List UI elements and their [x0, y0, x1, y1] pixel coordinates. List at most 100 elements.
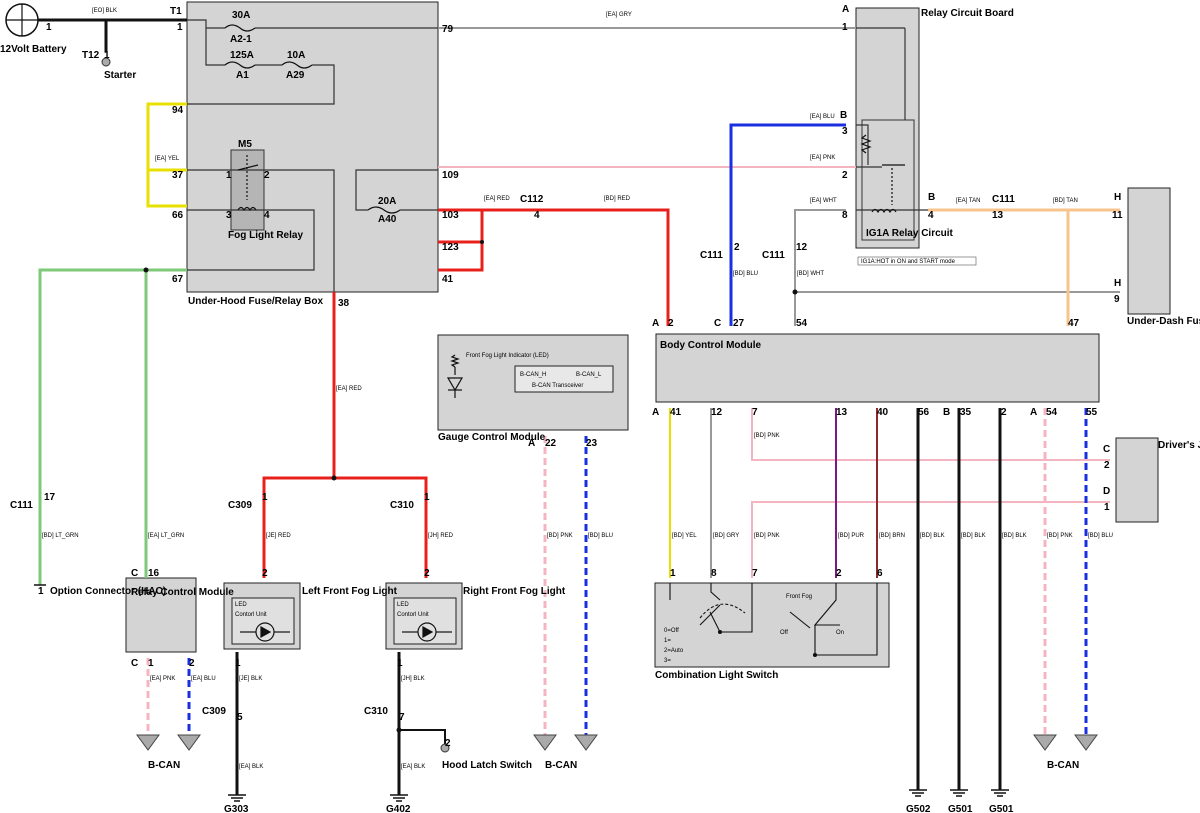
- m5-label: M5: [238, 139, 252, 150]
- w-bd-pur: [BD] PUR: [838, 533, 865, 539]
- combo-switch-internals: [669, 583, 878, 658]
- t12-pin: 1: [104, 50, 110, 61]
- on-label: On: [836, 630, 844, 636]
- starter-icon: [101, 57, 111, 67]
- wire-ltgrn-opt: [38, 268, 187, 585]
- wires: [38, 18, 1120, 795]
- svg-text:3: 3: [226, 210, 232, 221]
- svg-text:56: 56: [918, 407, 930, 418]
- t12-label: T12: [82, 50, 100, 61]
- w-bd-blu-g: [BD] BLU: [588, 533, 613, 539]
- w-ea-ltgrn: [EA] LT_GRN: [148, 533, 184, 539]
- svg-text:54: 54: [796, 318, 808, 329]
- wire-blu-3: [729, 123, 846, 326]
- hood-latch-icon: [440, 743, 450, 753]
- w-bd-blk-1: [BD] BLK: [920, 533, 945, 539]
- fuse-30a: [224, 24, 256, 32]
- c112-label: C112: [520, 194, 544, 205]
- svg-text:22: 22: [545, 438, 557, 449]
- w-ea-red-38: [EA] RED: [336, 386, 362, 392]
- fuse-125a-label: 125A: [230, 50, 254, 61]
- svg-text:66: 66: [172, 210, 184, 221]
- underhood-fuse-box: [186, 1, 439, 293]
- left-cu-text: Contorl Unit: [235, 612, 267, 618]
- wire-103-red: [438, 208, 670, 326]
- bcan-transceiver-box: [514, 365, 614, 393]
- svg-text:12: 12: [796, 242, 808, 253]
- internal-lines: [187, 19, 928, 292]
- w-ea-pnk: [EA] PNK: [810, 155, 835, 161]
- bcan-l-label: B-CAN_L: [576, 372, 602, 378]
- w-bd-brn: [BD] BRN: [879, 533, 905, 539]
- svg-text:1: 1: [226, 170, 232, 181]
- w-bd-blk-3: [BD] BLK: [1002, 533, 1027, 539]
- relay-details: [237, 134, 905, 398]
- underdash-fuse-box: [1127, 187, 1171, 315]
- w-bd-yel: [BD] YEL: [672, 533, 697, 539]
- w-bd-pnk-7b: [BD] PNK: [754, 533, 780, 539]
- w-ea-blk-1: [EA] BLK: [239, 764, 263, 770]
- w-ea-pnk-rcm: [EA] PNK: [150, 676, 175, 682]
- ig1a-note-box: [857, 256, 977, 266]
- svg-text:2: 2: [424, 568, 430, 579]
- front-fog-sw-label: Front Fog: [786, 594, 812, 600]
- w-ea-blu-rcm: [EA] BLU: [191, 676, 216, 682]
- svg-text:2: 2: [734, 242, 740, 253]
- w-ea-gry: [EA] GRY: [606, 12, 632, 18]
- wire-wht-8: [794, 209, 846, 326]
- fuse-a2-label: A2-1: [230, 34, 252, 45]
- bcan-h-label: B-CAN_H: [520, 372, 546, 378]
- left-led-text: LED: [235, 602, 247, 608]
- svg-text:2: 2: [262, 568, 268, 579]
- svg-text:B: B: [840, 110, 847, 121]
- svg-text:1: 1: [235, 658, 241, 669]
- w-bd-blu-r: [BD] BLU: [1088, 533, 1113, 539]
- ig1a-relay-body: [861, 119, 915, 241]
- c111-blu-label: C111: [700, 250, 723, 261]
- sw2-label: 2=Auto: [664, 648, 684, 654]
- c309-label: C309: [228, 500, 252, 511]
- underdash-label: Under-Dash Fuse/Relay Box: [1127, 316, 1200, 327]
- fuse-10a: [281, 61, 313, 69]
- g402-label: G402: [386, 804, 411, 813]
- w-ea-blk-2: [EA] BLK: [401, 764, 425, 770]
- svg-text:4: 4: [264, 210, 270, 221]
- wire-pnk-7: [751, 408, 1110, 461]
- ig1a-resistor: [860, 134, 872, 154]
- combination-switch-box: [654, 582, 890, 668]
- body-control-module: [655, 333, 1100, 403]
- w-bd-ltgrn: [BD] LT_GRN: [42, 533, 79, 539]
- battery-label: 12Volt Battery: [0, 44, 67, 55]
- c310-label: C310: [390, 500, 414, 511]
- w-ea-yel: [EA] YEL: [155, 156, 180, 162]
- svg-text:H: H: [1114, 278, 1121, 289]
- svg-text:A: A: [528, 438, 535, 449]
- fuse-20a-label: 20A: [378, 196, 396, 207]
- svg-text:5: 5: [237, 712, 243, 723]
- svg-text:1: 1: [670, 568, 676, 579]
- w-je-red: [JE] RED: [266, 533, 291, 539]
- g303-label: G303: [224, 804, 249, 813]
- relay-board-label: Relay Circuit Board: [921, 8, 1014, 19]
- right-led-text: LED: [397, 602, 409, 608]
- svg-text:H: H: [1114, 192, 1121, 203]
- w-bd-tan: [BD] TAN: [1053, 198, 1078, 204]
- w-ea-red: [EA] RED: [484, 196, 510, 202]
- fuse-a1-label: A1: [236, 70, 249, 81]
- svg-text:6: 6: [877, 568, 883, 579]
- c111-tan-label: C111: [992, 194, 1015, 205]
- w-jh-red: [JH] RED: [428, 533, 454, 539]
- svg-text:2: 2: [1001, 407, 1007, 418]
- underhood-label: Under-Hood Fuse/Relay Box: [188, 296, 323, 307]
- svg-text:41: 41: [442, 274, 454, 285]
- w-je-blk: [JE] BLK: [239, 676, 262, 682]
- wire-yel-1: [146, 102, 187, 208]
- fuse-a29-label: A29: [286, 70, 305, 81]
- svg-text:35: 35: [960, 407, 972, 418]
- wire-38-red-right: [334, 476, 428, 578]
- relay-control-module: [125, 577, 197, 653]
- wire-pnk-7b: [751, 501, 1110, 578]
- battery-pin: 1: [46, 22, 52, 33]
- g502-label: G502: [906, 804, 931, 813]
